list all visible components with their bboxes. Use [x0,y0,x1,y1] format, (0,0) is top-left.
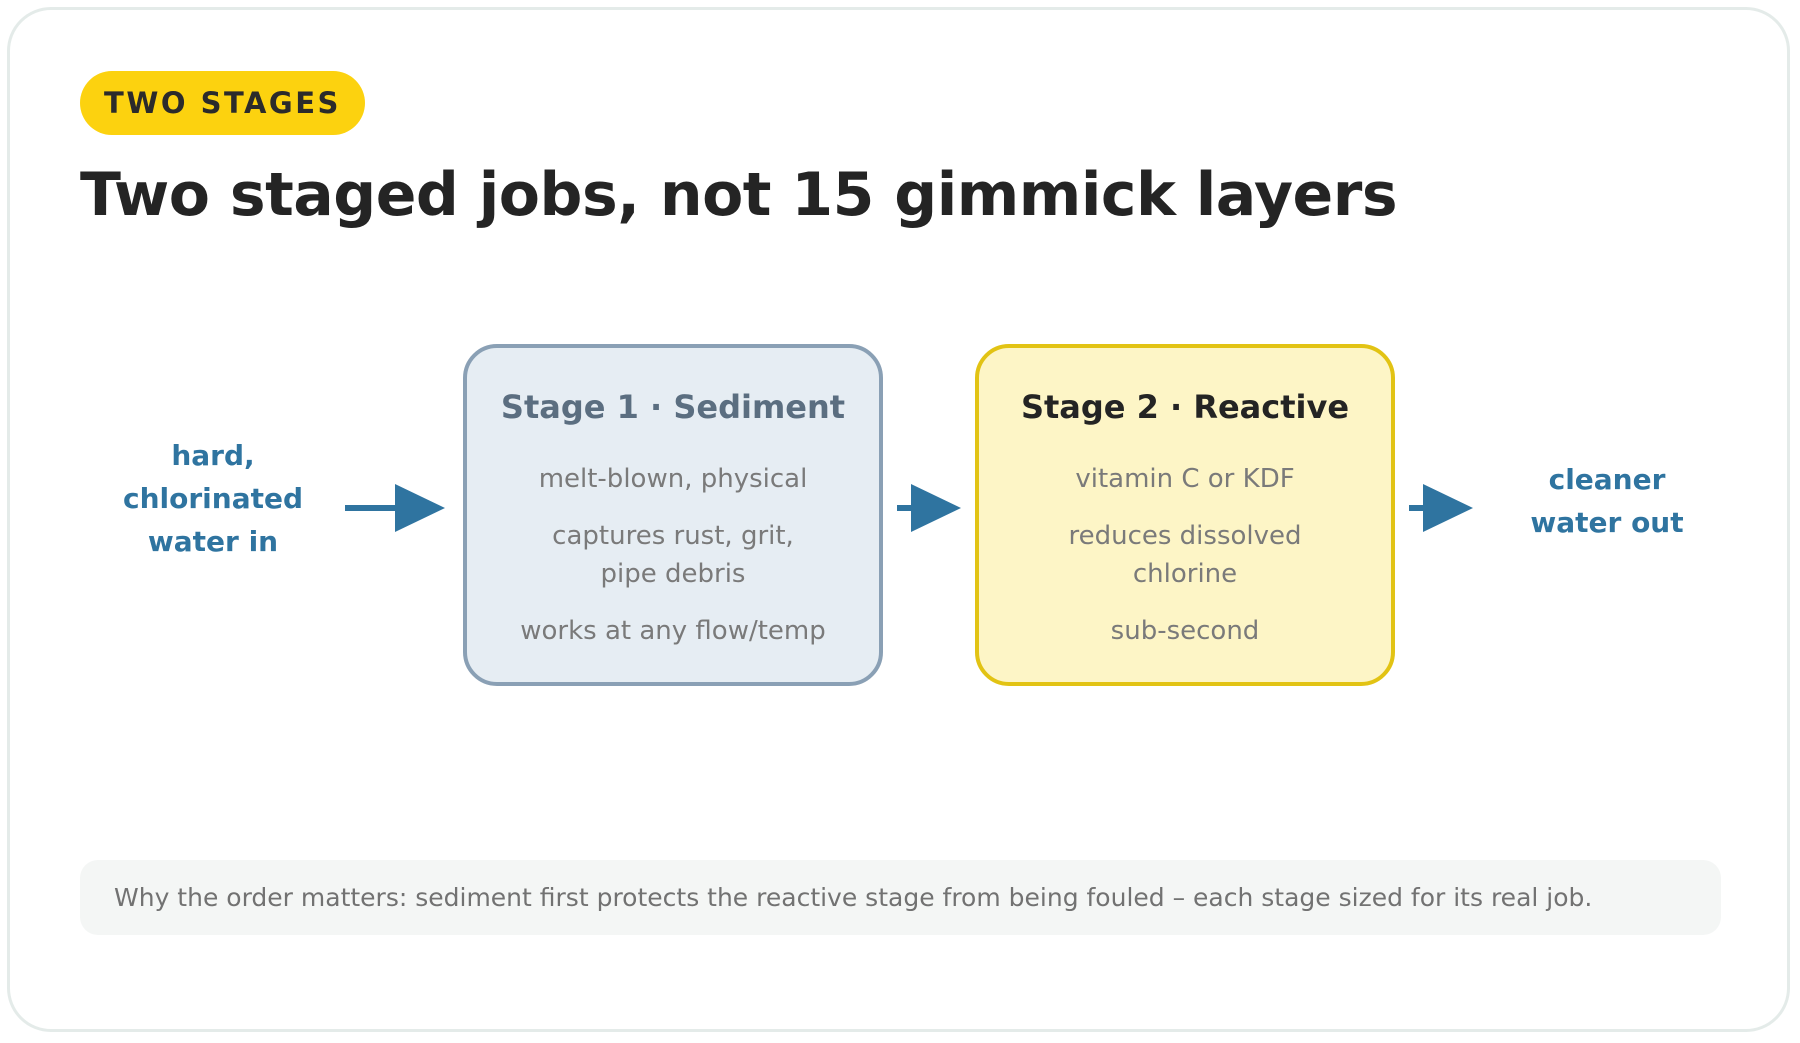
input-label-line: water in [147,525,279,558]
output-label: cleaner water out [1495,458,1719,544]
stage-2-item-line: chlorine [1132,559,1238,589]
stage-1-item-line: pipe debris [600,559,746,589]
stage-2-item-line: reduces dissolved [1068,521,1302,551]
input-label: hard, chlorinated water in [100,434,326,563]
stage-1-box: Stage 1 · Sediment melt-blown, physical … [463,344,883,686]
stage-2-box: Stage 2 · Reactive vitamin C or KDF redu… [975,344,1395,686]
footnote: Why the order matters: sediment first pr… [80,860,1721,935]
flow-arrow-middle [897,484,961,532]
stage-2-item-line: vitamin C or KDF [1075,464,1295,494]
output-label-line: cleaner [1548,463,1666,496]
stage-1-title: Stage 1 · Sediment [500,388,846,426]
input-label-line: chlorinated [122,482,304,515]
stage-1-item-line: captures rust, grit, [552,521,794,551]
stage-2-item: vitamin C or KDF [989,460,1381,498]
stage-1-item-line: melt-blown, physical [538,464,808,494]
stage-2-item: sub-second [989,612,1381,650]
stage-2-title: Stage 2 · Reactive [1020,388,1350,426]
stage-1-item: captures rust, grit, pipe debris [477,517,869,593]
stage-1-item: melt-blown, physical [477,460,869,498]
stage-2-item: reduces dissolved chlorine [989,517,1381,593]
section-badge: TWO STAGES [80,71,365,135]
output-label-line: water out [1530,506,1684,539]
input-label-line: hard, [171,439,255,472]
flow-arrow-out [1409,484,1473,532]
stage-1-item: works at any flow/temp [477,612,869,650]
flow-arrow-in [345,484,445,532]
stage-2-item-line: sub-second [1110,616,1260,646]
page-title: Two staged jobs, not 15 gimmick layers [80,160,1398,230]
stage-1-item-line: works at any flow/temp [520,616,826,646]
